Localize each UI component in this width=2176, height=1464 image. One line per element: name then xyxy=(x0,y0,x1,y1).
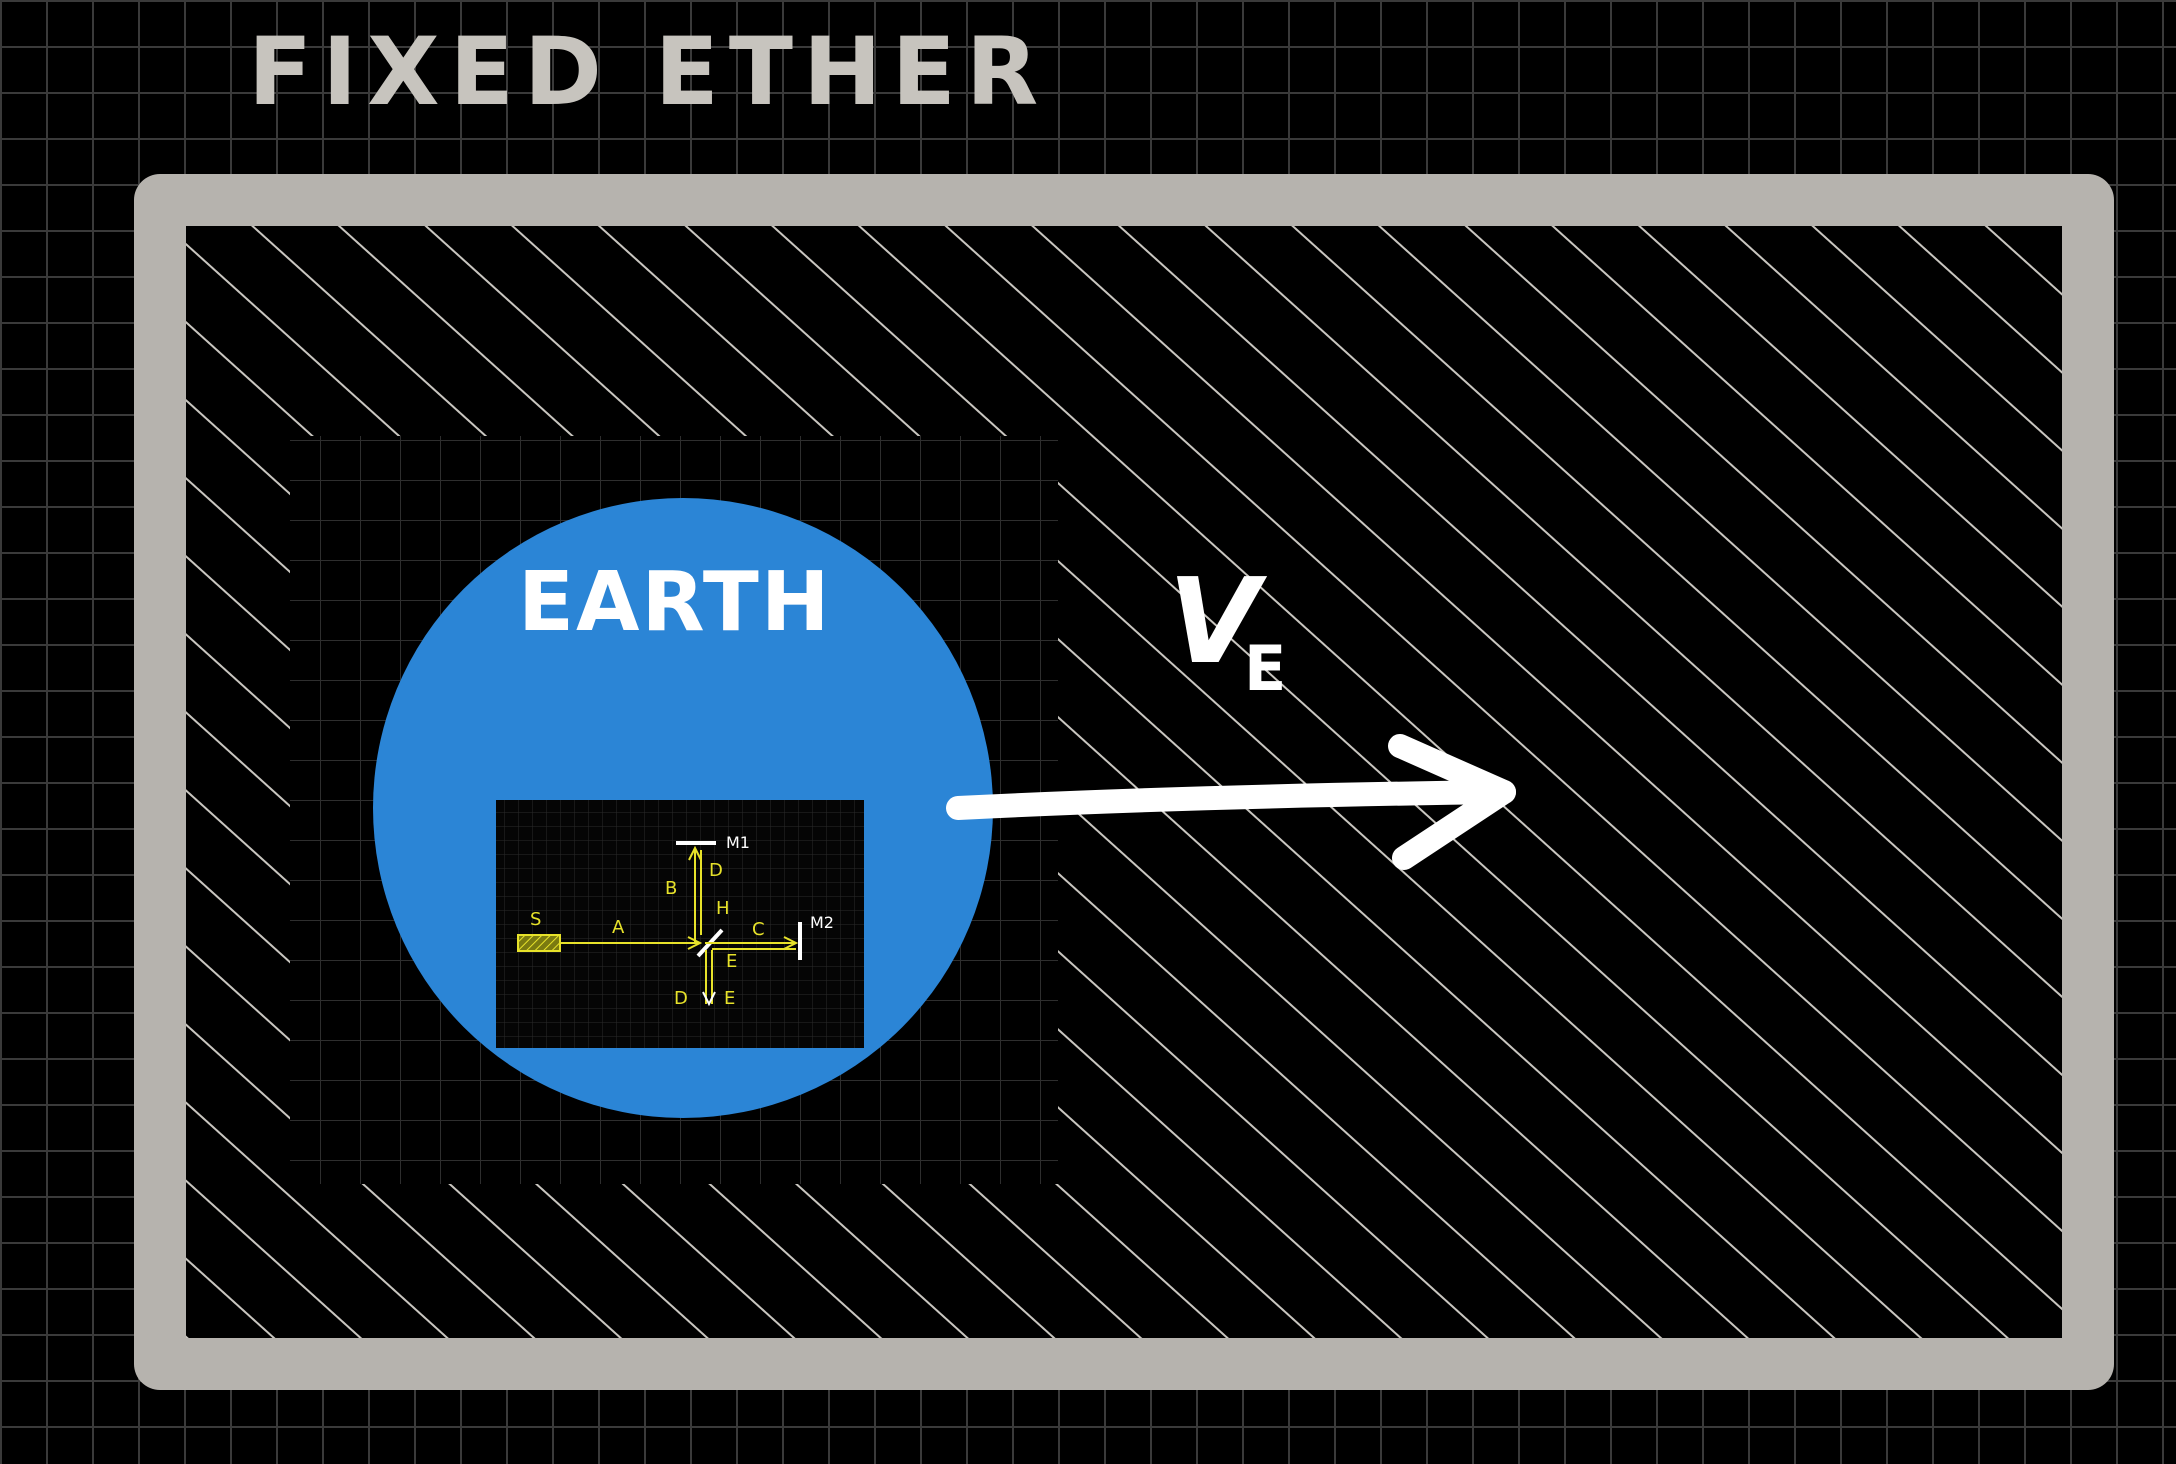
velocity-symbol: V xyxy=(1168,552,1268,690)
ether-frame xyxy=(134,174,2114,1390)
label-source: S xyxy=(530,909,541,930)
label-mirror-1: M1 xyxy=(726,833,750,852)
earth-panel: EARTH S A H B D M1 xyxy=(290,436,1058,1184)
interferometer-backdrop xyxy=(496,800,864,1048)
velocity-label: V E xyxy=(1168,552,1286,705)
label-beam-e-bottom: E xyxy=(724,988,735,1009)
label-beam-e-right: E xyxy=(726,951,737,972)
beam-b-arrowhead xyxy=(688,845,702,861)
beam-a-arrowhead xyxy=(687,936,703,950)
earth-label: EARTH xyxy=(518,555,832,650)
light-source xyxy=(517,934,561,952)
velocity-arrow-shaft xyxy=(946,780,1516,820)
beam-c-arrowhead xyxy=(783,936,799,950)
label-beam-b: B xyxy=(665,878,677,899)
velocity-arrow xyxy=(946,734,1516,870)
velocity-subscript: E xyxy=(1244,632,1286,705)
diagram-title: FIXED ETHER xyxy=(248,18,1048,127)
label-beam-c: C xyxy=(752,919,765,940)
label-beam-a: A xyxy=(612,917,625,938)
label-beam-d-top: D xyxy=(709,860,723,881)
label-half-mirror: H xyxy=(716,898,730,919)
interferometer-inset: S A H B D M1 C E M2 xyxy=(496,800,864,1048)
label-mirror-2: M2 xyxy=(810,913,834,932)
beam-output-arrowhead xyxy=(702,991,716,1007)
velocity-arrow-head xyxy=(1388,734,1516,870)
label-beam-d-bottom: D xyxy=(674,988,688,1009)
